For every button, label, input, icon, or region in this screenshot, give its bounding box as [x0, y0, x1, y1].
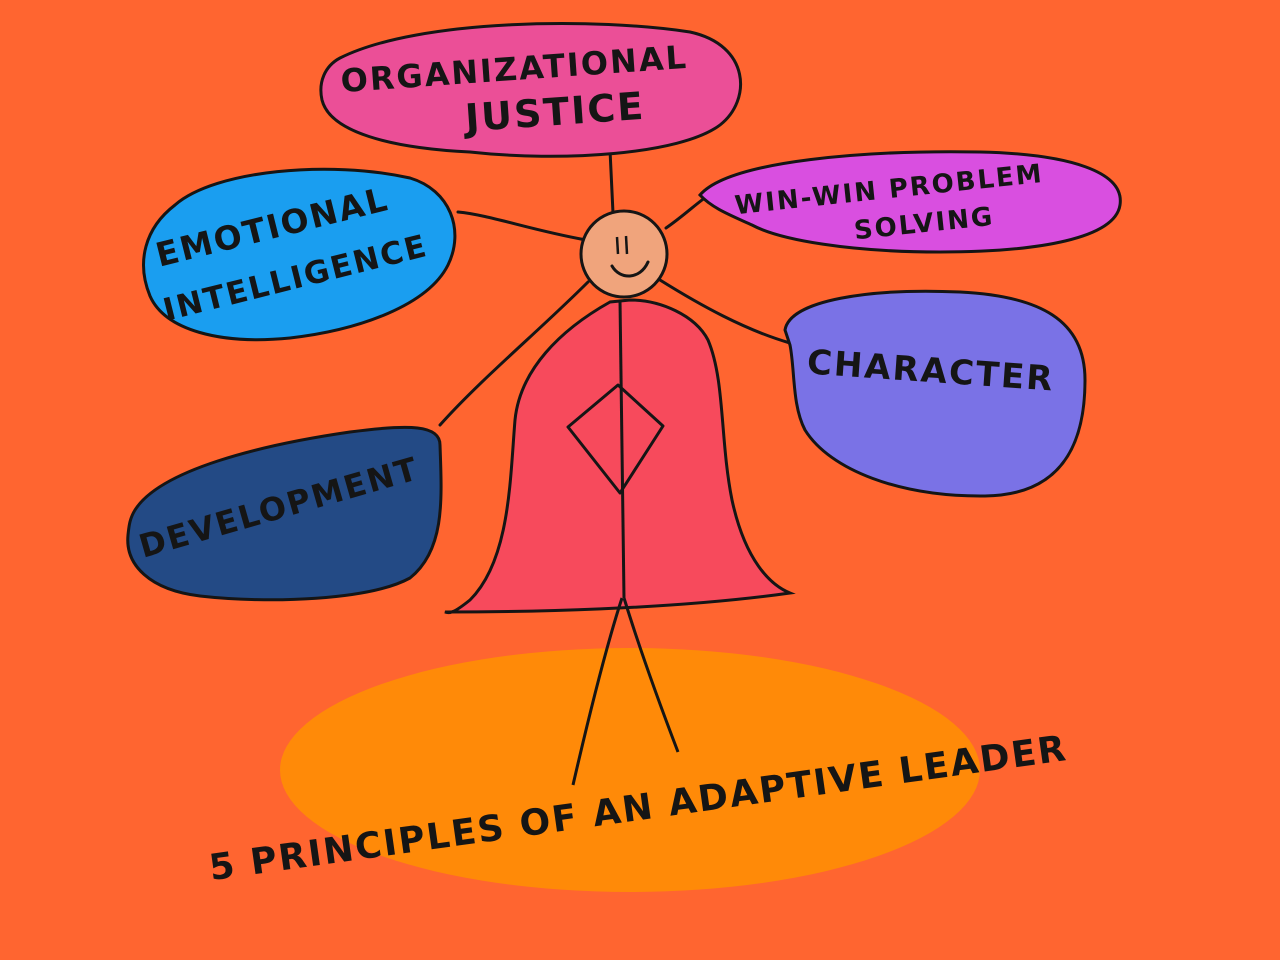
- bubble-win-win-shape: [697, 150, 1122, 254]
- cape: [444, 298, 796, 615]
- bubble-emotional-intelligence: EMOTIONAL INTELLIGENCE: [142, 167, 457, 342]
- bubble-emotional-intelligence-shape: [142, 167, 457, 342]
- bubble-win-win: WIN-WIN PROBLEM SOLVING: [697, 150, 1122, 254]
- connector-development: [438, 280, 590, 427]
- right-eye: [624, 235, 629, 255]
- bubble-development: DEVELOPMENT: [126, 425, 443, 602]
- left-eye: [615, 236, 620, 255]
- bubble-organizational-justice: ORGANIZATIONAL JUSTICE: [319, 22, 742, 158]
- connector-emotional-intelligence: [456, 210, 588, 242]
- bubble-character: CHARACTER: [783, 289, 1087, 498]
- left-leg: [571, 597, 624, 786]
- connector-lines: [438, 148, 792, 427]
- footer-ellipse: [280, 648, 980, 892]
- right-leg: [622, 597, 680, 753]
- bubble-organizational-justice-shape: [319, 22, 742, 158]
- cape-emblem: [566, 383, 665, 495]
- leader-figure: [444, 209, 796, 786]
- connector-organizational-justice: [608, 148, 615, 215]
- head: [579, 209, 669, 299]
- bubble-development-shape: [126, 425, 443, 602]
- body-line: [618, 299, 626, 599]
- connector-character: [658, 278, 792, 345]
- smile: [610, 260, 650, 278]
- bubble-character-shape: [783, 289, 1087, 498]
